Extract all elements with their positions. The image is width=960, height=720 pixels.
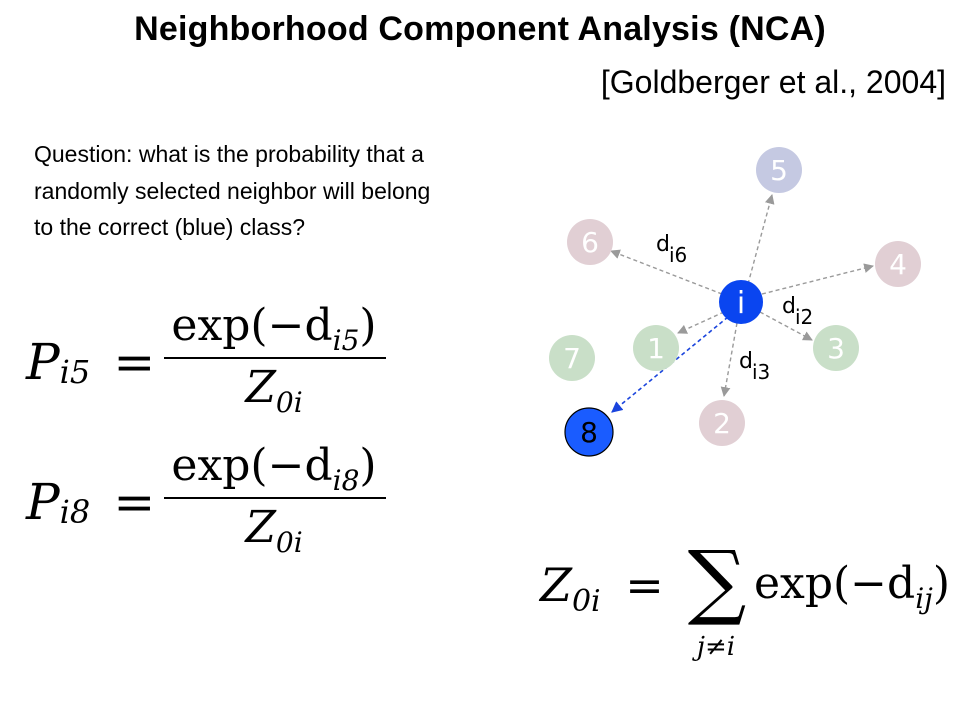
citation: [Goldberger et al., 2004] [600,64,946,100]
center-node-i: i [719,280,763,324]
node-2-circle [699,400,745,446]
center-node-circle [719,280,763,324]
slide-title: Neighborhood Component Analysis (NCA) [134,10,826,48]
equation-p-i8: Pi8 = exp(−di8) Z0i [26,440,386,570]
node-5-circle [756,147,802,193]
p5-den-sub: 0i [275,385,303,419]
p5-equals: = [113,333,156,391]
distance-arrows [610,194,874,397]
arrow-to-6 [610,249,723,295]
arrow-to-2 [720,322,738,397]
p8-equals: = [113,473,156,531]
node-2-label: 2 [713,407,731,440]
distance-label-i2-base: d [782,294,796,319]
z-lhs-sub: 0i [571,584,601,620]
node-1-label: 1 [647,332,665,365]
node-8: 8 [564,407,614,457]
p8-den-text: Z [245,502,276,553]
distance-label-i3-sub: i3 [752,360,770,384]
p8-num-sub: i8 [332,463,360,497]
p8-den-sub: 0i [275,525,303,559]
node-8-label: 8 [580,416,598,449]
node-7: 7 [549,335,595,381]
p5-lhs-sub: i5 [59,353,91,392]
p5-num-text: exp(−d [171,300,333,351]
node-7-label: 7 [563,342,581,375]
z-rhs-sub: ij [915,581,933,615]
node-8-circle [564,407,614,457]
node-4: 4 [875,241,921,287]
p8-denominator: Z0i [164,502,384,559]
arrow-to-5 [747,194,775,285]
node-5-label: 5 [770,154,788,187]
p8-num-tail: ) [359,440,377,491]
p5-lhs: P [26,333,60,391]
node-3-circle [813,325,859,371]
arrow-to-4 [761,263,874,295]
equation-z-0i: Z0i = ∑ j≠i exp(−dij) [540,534,956,680]
summation-symbol: ∑ [687,534,747,629]
node-2: 2 [699,400,745,446]
question-text: Question: what is the probability that a… [34,141,431,240]
z-rhs-tail: ) [932,558,951,609]
p5-numerator: exp(−di5) [164,300,384,357]
node-1: 1 [633,325,679,371]
node-3-label: 3 [827,332,845,365]
p8-numerator: exp(−di8) [164,440,384,497]
distance-label-i2-sub: i2 [795,305,813,329]
node-7-circle [549,335,595,381]
z-rhs: exp(−dij) [754,558,950,615]
p5-denominator: Z0i [164,362,384,419]
distance-label-i6: d i6 [656,232,687,267]
arrow-to-8 [611,316,729,413]
p5-num-tail: ) [359,300,377,351]
distance-label-i6-base: d [656,232,670,257]
distance-label-i3: d i3 [739,349,770,384]
node-6-circle [567,219,613,265]
p8-fraction-bar [164,497,386,499]
node-3: 3 [813,325,859,371]
equation-p-i5: Pi5 = exp(−di5) Z0i [26,300,386,430]
node-4-label: 4 [889,248,907,281]
node-5: 5 [756,147,802,193]
center-node-label: i [737,286,745,321]
summation-index: j≠i [696,632,736,662]
node-6: 6 [567,219,613,265]
distance-label-i2: d i2 [782,294,813,329]
p8-num-text: exp(−d [171,440,333,491]
z-equals: = [625,558,664,612]
node-4-circle [875,241,921,287]
p5-fraction-bar [164,357,386,359]
arrow-to-3 [759,311,813,341]
arrow-to-1 [677,311,725,334]
p8-lhs: P [26,473,60,531]
node-1-circle [633,325,679,371]
distance-label-i6-sub: i6 [669,243,687,267]
z-lhs: Z [540,558,572,612]
p8-lhs-sub: i8 [59,493,91,532]
p5-num-sub: i5 [332,323,360,357]
p5-den-text: Z [245,362,276,413]
distance-label-i3-base: d [739,349,753,374]
node-6-label: 6 [581,226,599,259]
z-rhs-text: exp(−d [754,558,916,609]
